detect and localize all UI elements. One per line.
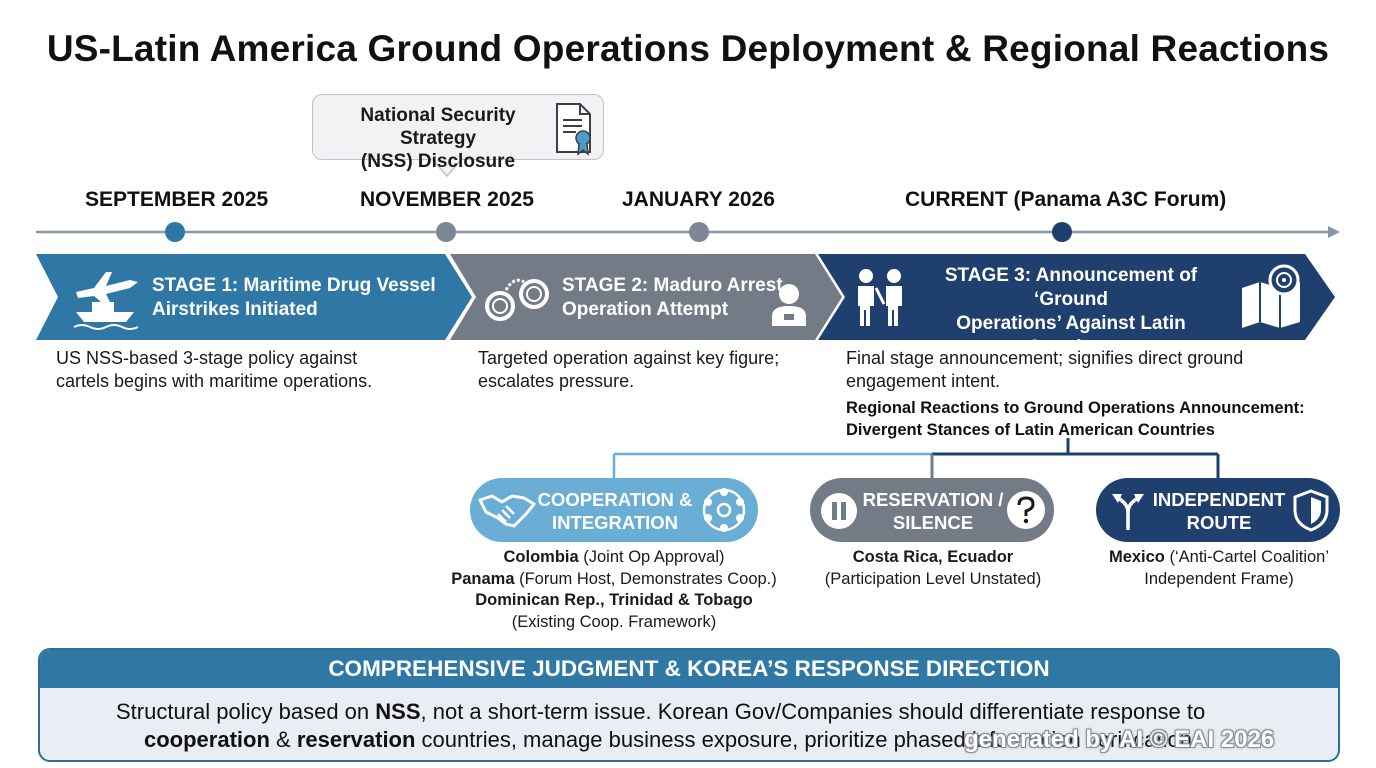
reservation-label-line1: RESERVATION / <box>862 489 1004 510</box>
certificate-document-icon <box>556 103 591 156</box>
independent-label-line2: ROUTE <box>1186 512 1252 533</box>
ship-icon <box>73 296 139 330</box>
shield-icon <box>1293 489 1329 532</box>
nss-callout-line1: National Security Strategy <box>360 105 516 149</box>
nss-callout-text: National Security Strategy (NSS) Disclos… <box>322 104 554 173</box>
split-arrow-icon <box>1112 494 1144 530</box>
summary-l2-reservation: reservation <box>296 727 416 752</box>
stage-chevrons <box>36 254 1335 340</box>
stage-1-title-line2: Airstrikes Initiated <box>152 299 318 320</box>
network-icon <box>702 488 746 532</box>
stage-1-chevron <box>36 254 472 340</box>
stage-1-desc-line2: cartels begins with maritime operations. <box>56 371 373 391</box>
summary-title: COMPREHENSIVE JUDGMENT & KOREA’S RESPONS… <box>328 656 1050 681</box>
stage-1-title-line1: STAGE 1: Maritime Drug Vessel <box>152 275 436 296</box>
reactions-heading: Regional Reactions to Ground Operations … <box>846 397 1305 441</box>
map-target-icon <box>1242 264 1300 328</box>
stage-3-title-line3: Cartels <box>1038 361 1104 382</box>
stage-1-title: STAGE 1: Maritime Drug Vessel Airstrikes… <box>152 274 436 322</box>
independent-countries: Mexico (‘Anti-Cartel Coalition’ Independ… <box>1076 547 1362 590</box>
stage-3-desc-line1: Final stage announcement; signifies dire… <box>846 348 1244 368</box>
stage-2-title-line1: STAGE 2: Maduro Arrest <box>562 275 783 296</box>
watermark: generated by AI © EAI 2026 <box>964 726 1275 753</box>
page-title: US-Latin America Ground Operations Deplo… <box>46 28 1330 69</box>
timeline <box>36 222 1340 242</box>
independent-label: INDEPENDENT ROUTE <box>1146 488 1292 534</box>
reservation-label: RESERVATION / SILENCE <box>858 488 1008 534</box>
cooperation-country-3: Dominican Rep., Trinidad & Tobago <box>400 590 828 612</box>
summary-l2-cooperation: cooperation <box>144 727 270 752</box>
summary-l2-d: countries, manage business exposure, pri… <box>415 727 1192 752</box>
stage-1-description: US NSS-based 3-stage policy against cart… <box>56 347 372 393</box>
stage-3-title-line1: STAGE 3: Announcement of ‘Ground <box>944 265 1198 310</box>
reservation-countries: Costa Rica, Ecuador (Participation Level… <box>790 547 1076 590</box>
timeline-dot-november <box>436 222 456 242</box>
independent-note: Independent Frame) <box>1144 569 1294 588</box>
handcuffs-icon <box>485 278 549 321</box>
stage-2-description: Targeted operation against key figure; e… <box>478 347 779 393</box>
country-panama: Panama <box>451 569 515 588</box>
date-november-2025: NOVEMBER 2025 <box>360 188 534 211</box>
timeline-dot-current <box>1052 222 1072 242</box>
date-september-2025: SEPTEMBER 2025 <box>85 188 269 211</box>
stage-3-title-line2: Operations’ Against Latin American <box>956 313 1186 358</box>
stage-1-desc-line1: US NSS-based 3-stage policy against <box>56 348 358 368</box>
pause-icon <box>821 493 857 529</box>
panama-note: (Forum Host, Demonstrates Coop.) <box>514 569 777 588</box>
summary-l1-nss: NSS <box>375 699 421 724</box>
stage-2-desc-line1: Targeted operation against key figure; <box>478 348 780 368</box>
reservation-label-line2: SILENCE <box>892 512 974 533</box>
cooperation-pill <box>470 478 758 542</box>
country-colombia: Colombia <box>503 548 579 566</box>
summary-line-1: Structural policy based on NSS, not a sh… <box>116 699 1205 725</box>
summary-header-bar <box>40 650 1338 688</box>
summary-l1-a: Structural policy based on <box>116 699 376 724</box>
cooperation-label-line1: COOPERATION & <box>537 489 693 510</box>
independent-pill <box>1096 478 1340 542</box>
timeline-dot-september <box>165 222 185 242</box>
stage-3-chevron <box>818 254 1335 340</box>
stage-3-description: Final stage announcement; signifies dire… <box>846 347 1243 393</box>
cooperation-label: COOPERATION & INTEGRATION <box>530 488 700 534</box>
fighter-jet-icon <box>76 272 138 306</box>
summary-l1-c: , not a short-term issue. Korean Gov/Com… <box>420 699 1206 724</box>
question-icon <box>1007 491 1045 529</box>
date-current: CURRENT (Panama A3C Forum) <box>905 188 1227 211</box>
stage-2-chevron <box>450 254 842 340</box>
reactions-heading-line1: Regional Reactions to Ground Operations … <box>846 399 1305 417</box>
timeline-arrowhead <box>1328 226 1340 238</box>
person-icon <box>772 284 806 326</box>
summary-line-2: cooperation & reservation countries, man… <box>144 727 1192 753</box>
cooperation-country-4: (Existing Coop. Framework) <box>511 612 717 631</box>
stage-2-title-line2: Operation Attempt <box>562 299 729 320</box>
stage-3-title: STAGE 3: Announcement of ‘Ground Operati… <box>912 264 1230 384</box>
timeline-dot-january <box>689 222 709 242</box>
handshake-icon <box>478 494 536 528</box>
cooperation-label-line2: INTEGRATION <box>551 512 679 533</box>
nss-callout <box>312 94 604 160</box>
stage-2-title: STAGE 2: Maduro Arrest Operation Attempt <box>562 274 783 322</box>
cooperation-countries: Colombia (Joint Op Approval) Panama (For… <box>400 547 828 633</box>
country-costa-rica-ecuador: Costa Rica, Ecuador <box>852 548 1014 566</box>
reactions-heading-line2: Divergent Stances of Latin American Coun… <box>846 421 1215 439</box>
stage-3-desc-line2: engagement intent. <box>846 371 1001 391</box>
cooperation-country-1: Colombia (Joint Op Approval) <box>400 547 828 569</box>
independent-label-line1: INDEPENDENT <box>1152 489 1286 510</box>
callout-pointer <box>432 158 462 178</box>
colombia-note: (Joint Op Approval) <box>578 548 725 566</box>
country-dominican-trinidad: Dominican Rep., Trinidad & Tobago <box>475 591 753 609</box>
mexico-note: (‘Anti-Cartel Coalition’ <box>1164 548 1330 566</box>
reaction-connectors <box>612 438 1220 482</box>
nss-callout-line2: (NSS) Disclosure <box>360 151 516 172</box>
cooperation-country-2: Panama (Forum Host, Demonstrates Coop.) <box>400 569 828 591</box>
country-mexico: Mexico <box>1108 548 1165 566</box>
soldiers-icon <box>858 269 902 326</box>
summary-l2-amp: & <box>269 727 297 752</box>
stage-2-desc-line2: escalates pressure. <box>478 371 635 391</box>
date-january-2026: JANUARY 2026 <box>622 188 775 211</box>
reservation-note: (Participation Level Unstated) <box>824 569 1042 588</box>
